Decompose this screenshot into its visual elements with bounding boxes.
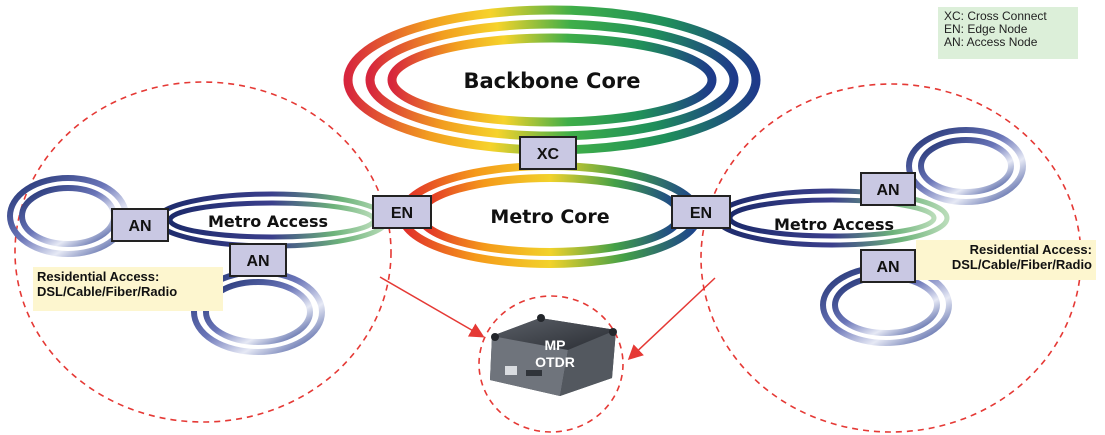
xc-node: XC bbox=[519, 136, 577, 170]
legend-line-en: EN: Edge Node bbox=[944, 22, 1028, 36]
an-node-right-1: AN bbox=[860, 172, 916, 206]
left-arrow bbox=[379, 276, 485, 338]
an-node-left-2: AN bbox=[229, 243, 287, 277]
metro-core-label: Metro Core bbox=[490, 206, 609, 228]
backbone-core-label: Backbone Core bbox=[464, 69, 641, 93]
svg-text:AN: AN bbox=[876, 259, 899, 276]
residential-left-line1: Residential Access: bbox=[37, 269, 160, 284]
right-metro-access-label: Metro Access bbox=[774, 215, 894, 234]
residential-access-right: Residential Access: DSL/Cable/Fiber/Radi… bbox=[916, 240, 1096, 280]
residential-left-line2: DSL/Cable/Fiber/Radio bbox=[37, 284, 178, 299]
en-node-left: EN bbox=[372, 195, 432, 229]
left-access-ring-upper bbox=[7, 175, 129, 257]
otdr-device-image bbox=[490, 314, 617, 396]
svg-text:EN: EN bbox=[391, 205, 413, 222]
svg-text:AN: AN bbox=[246, 253, 269, 270]
svg-text:AN: AN bbox=[128, 218, 151, 235]
right-access-ring-upper bbox=[906, 127, 1026, 205]
en-node-right: EN bbox=[671, 195, 731, 229]
legend-line-xc: XC: Cross Connect bbox=[944, 9, 1047, 23]
residential-right-line2: DSL/Cable/Fiber/Radio bbox=[951, 257, 1092, 272]
legend-line-an: AN: Access Node bbox=[944, 35, 1038, 49]
an-node-right-2: AN bbox=[860, 249, 916, 283]
residential-right-line1: Residential Access: bbox=[969, 242, 1092, 257]
device-label-line2: OTDR bbox=[535, 354, 575, 370]
an-node-left-1: AN bbox=[111, 208, 169, 242]
right-arrow bbox=[627, 277, 716, 361]
svg-text:EN: EN bbox=[690, 205, 712, 222]
device-region-dashed-circle bbox=[478, 295, 624, 433]
legend-box: XC: Cross Connect EN: Edge Node AN: Acce… bbox=[938, 7, 1078, 59]
left-metro-access-label: Metro Access bbox=[208, 212, 328, 231]
left-region-dashed-circle bbox=[14, 81, 392, 423]
svg-text:AN: AN bbox=[876, 182, 899, 199]
device-label-line1: MP bbox=[545, 337, 566, 353]
svg-text:XC: XC bbox=[537, 146, 560, 163]
residential-access-left: Residential Access: DSL/Cable/Fiber/Radi… bbox=[33, 267, 223, 311]
